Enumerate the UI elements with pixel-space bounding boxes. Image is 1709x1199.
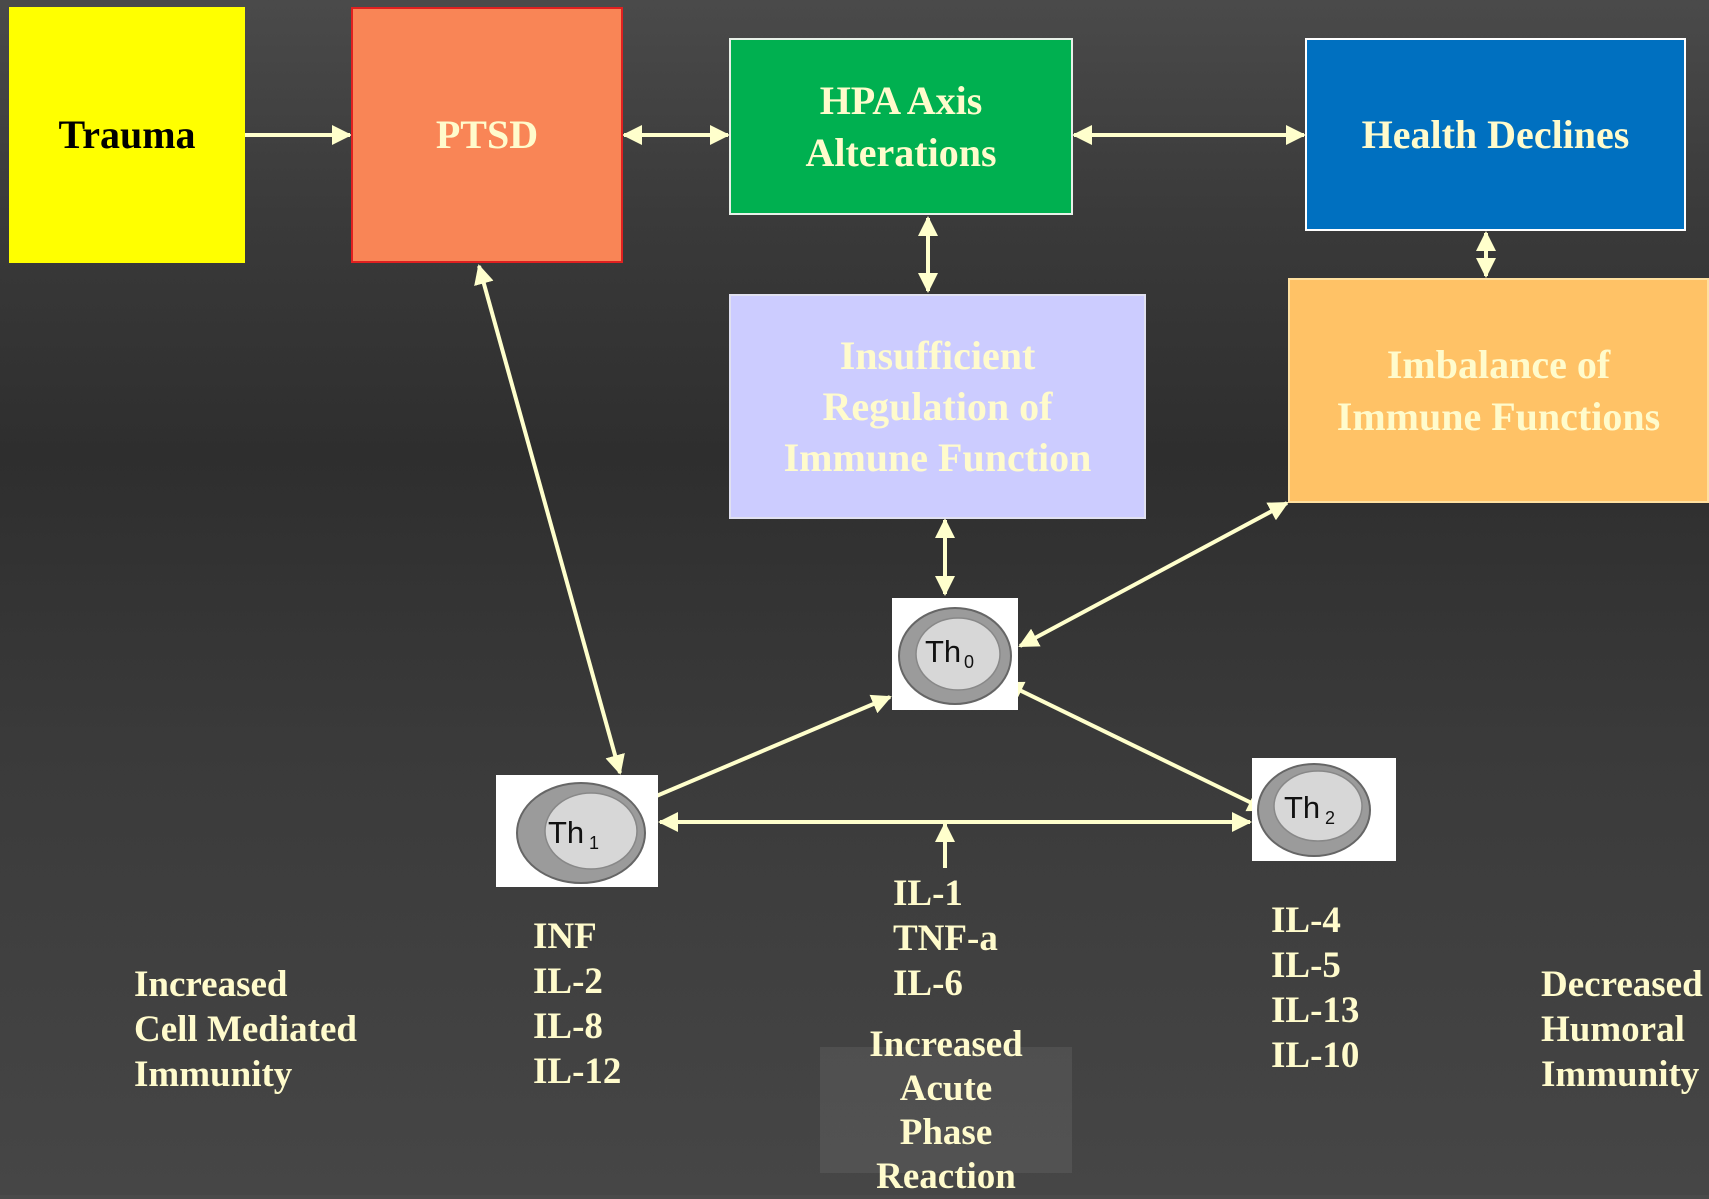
- cytokine-item: IL-6: [893, 963, 963, 1004]
- th1-cytokine-list: INF IL-2 IL-8 IL-12: [533, 914, 621, 1094]
- ptsd-box: PTSD: [351, 7, 623, 263]
- th1-sub: 1: [589, 833, 599, 853]
- cytokine-item: IL-12: [533, 1051, 622, 1092]
- arrow-th0-th2: [1003, 681, 1268, 812]
- outcome-line: Increased: [134, 964, 288, 1005]
- outcome-line: Humoral: [1541, 1009, 1685, 1050]
- outcome-right: Decreased Humoral Immunity: [1541, 962, 1703, 1097]
- svg-text:1: 1: [589, 833, 599, 853]
- imbalance-line2: Immune Functions: [1336, 393, 1661, 439]
- th1-cell-inner: [544, 792, 638, 870]
- th2-label: Th: [1284, 790, 1320, 825]
- cytokine-item: IL-4: [1271, 900, 1341, 941]
- insufficient-line3: Immune Function: [783, 435, 1092, 481]
- svg-text:2: 2: [1325, 808, 1335, 828]
- outcome-line: Immunity: [1541, 1054, 1700, 1095]
- cytokine-item: IL-5: [1271, 945, 1341, 986]
- center-cytokine-list: IL-1 TNF-a IL-6: [893, 871, 998, 1006]
- svg-text:0: 0: [964, 652, 974, 672]
- trauma-label: Trauma: [58, 112, 196, 157]
- outcome-line: Decreased: [1541, 964, 1703, 1005]
- th2-sub: 2: [1325, 808, 1335, 828]
- cytokine-item: IL-10: [1271, 1035, 1360, 1076]
- th0-cell: Th 0: [892, 598, 1018, 710]
- svg-text:Th: Th: [1284, 790, 1320, 825]
- arrow-ptsd-th1: [474, 264, 625, 775]
- th2-cell-inner: [1273, 770, 1363, 842]
- health-label: Health Declines: [1361, 111, 1630, 157]
- cytokine-item: IL-1: [893, 873, 963, 914]
- trauma-box: Trauma: [9, 7, 245, 263]
- cytokine-item: IL-13: [1271, 990, 1360, 1031]
- outcome-line: Reaction: [876, 1156, 1016, 1197]
- outcome-center-panel: [820, 1047, 1072, 1173]
- hpa-line2: Alterations: [805, 129, 997, 175]
- health-box: Health Declines: [1305, 38, 1686, 231]
- svg-text:Th: Th: [548, 815, 584, 850]
- hpa-box: HPA Axis Alterations: [729, 38, 1073, 215]
- cytokine-item: TNF-a: [893, 918, 998, 959]
- insufficient-line1: Insufficient: [839, 332, 1036, 378]
- cytokine-item: IL-8: [533, 1006, 603, 1047]
- th1-cell: Th 1: [496, 775, 658, 887]
- th0-sub: 0: [964, 652, 974, 672]
- arrow-imbalance-th0: [1018, 501, 1289, 648]
- outcome-line: Phase: [899, 1112, 993, 1153]
- arrow-th0-th1: [626, 694, 892, 811]
- insufficient-box: Insufficient Regulation of Immune Functi…: [729, 294, 1146, 519]
- outcome-line: Acute: [899, 1068, 993, 1109]
- outcome-left: Increased Cell Mediated Immunity: [134, 962, 357, 1097]
- hpa-line1: HPA Axis: [819, 77, 983, 123]
- outcome-center: Increased Acute Phase Reaction: [820, 1023, 1072, 1199]
- insufficient-line2: Regulation of: [822, 383, 1053, 429]
- th1-label: Th: [548, 815, 584, 850]
- imbalance-line1: Imbalance of: [1386, 342, 1611, 388]
- outcome-line: Cell Mediated: [134, 1009, 357, 1050]
- th2-cell: Th 2: [1252, 758, 1396, 861]
- outcome-line: Immunity: [134, 1054, 293, 1095]
- cytokine-item: IL-2: [533, 961, 603, 1002]
- outcome-line: Increased: [869, 1024, 1023, 1065]
- imbalance-box: Imbalance of Immune Functions: [1288, 278, 1709, 503]
- th2-cytokine-list: IL-4 IL-5 IL-13 IL-10: [1271, 898, 1359, 1078]
- cytokine-item: INF: [533, 916, 597, 957]
- th0-label: Th: [925, 634, 961, 669]
- ptsd-label: PTSD: [435, 112, 539, 157]
- svg-text:Th: Th: [925, 634, 961, 669]
- th0-cell-inner: [915, 617, 1001, 691]
